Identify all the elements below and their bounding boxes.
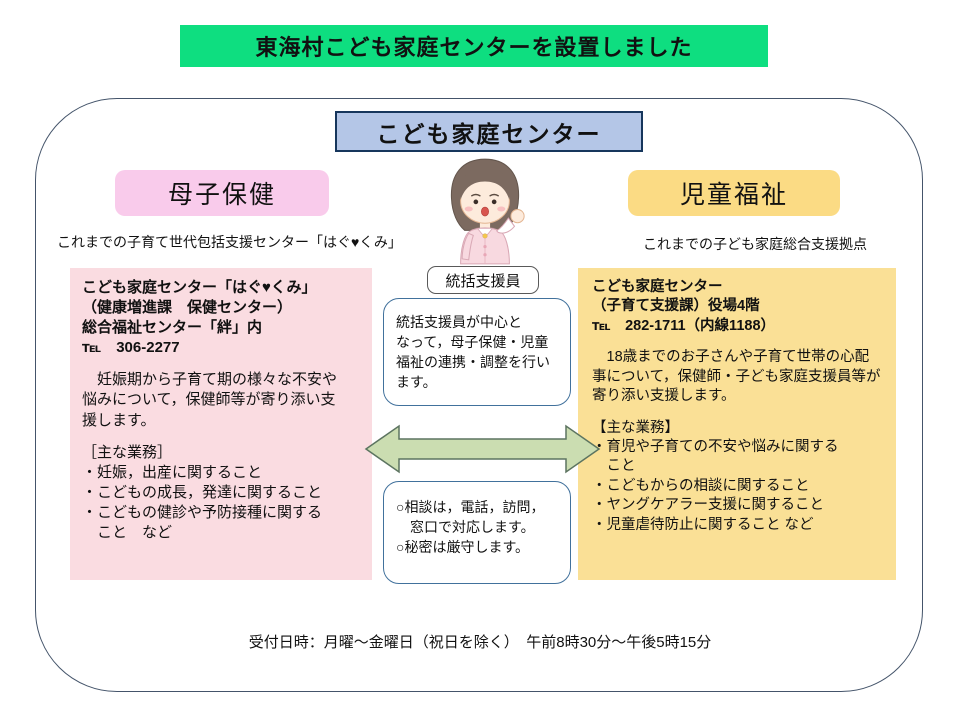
spacer bbox=[592, 336, 888, 348]
center-title-box: こども家庭センター bbox=[335, 111, 643, 152]
spacer bbox=[592, 407, 888, 419]
welfare-description: 18歳までのお子さんや子育て世帯の心配 事について，保健師・子ども家庭支援員等が… bbox=[592, 349, 881, 405]
coordinator-label-text: 統括支援員 bbox=[445, 272, 521, 290]
staff-illustration bbox=[424, 153, 546, 265]
welfare-panel: こども家庭センター （子育て支援課）役場4階 ℡ 282-1711（内線1188… bbox=[578, 268, 896, 580]
maternal-office-name: こども家庭センター「はぐ♥くみ」 （健康増進課 保健センター） 総合福祉センター… bbox=[82, 279, 317, 357]
maternal-duties: ［主な業務］ ・妊娠，出産に関すること ・こどもの成長，発達に関すること ・こど… bbox=[82, 443, 323, 542]
staff-woman-icon bbox=[450, 158, 525, 265]
coordinator-label: 統括支援員 bbox=[427, 266, 539, 294]
link-arrow bbox=[364, 423, 601, 475]
welfare-office-name: こども家庭センター （子育て支援課）役場4階 ℡ 282-1711（内線1188… bbox=[592, 279, 776, 334]
coordinator-role-bubble: 統括支援員が中心と なって，母子保健・児童 福祉の連携・調整を行い ます。 bbox=[383, 298, 571, 406]
double-headed-arrow-icon bbox=[364, 424, 601, 474]
contact-policy-bubble: ○相談は，電話，訪問， 窓口で対応します。 ○秘密は厳守します。 bbox=[383, 481, 571, 584]
maternal-description: 妊娠期から子育て期の様々な不安や 悩みについて，保健師等が寄り添い支 援します。 bbox=[82, 371, 338, 429]
child-welfare-heading-label: 児童福祉 bbox=[679, 181, 788, 209]
spacer bbox=[82, 358, 364, 370]
center-title: こども家庭センター bbox=[376, 120, 602, 147]
page-banner: 東海村こども家庭センターを設置しました bbox=[180, 25, 768, 67]
child-welfare-heading: 児童福祉 bbox=[628, 170, 840, 216]
welfare-duties: 【主な業務】 ・育児や子育ての不安や悩みに関する こと ・こどもからの相談に関す… bbox=[592, 419, 839, 533]
welfare-subtitle: これまでの子ども家庭総合支援拠点 bbox=[643, 236, 867, 252]
maternal-panel: こども家庭センター「はぐ♥くみ」 （健康増進課 保健センター） 総合福祉センター… bbox=[70, 268, 372, 580]
maternal-health-heading-label: 母子保健 bbox=[167, 181, 276, 209]
page-banner-title: 東海村こども家庭センターを設置しました bbox=[255, 35, 693, 60]
footer-hours: 受付日時：月曜～金曜日（祝日を除く） 午前8時30分～午後5時15分 bbox=[248, 634, 712, 651]
maternal-subtitle: これまでの子育て世代包括支援センター「はぐ♥くみ」 bbox=[57, 234, 402, 250]
spacer bbox=[82, 431, 364, 443]
maternal-health-heading: 母子保健 bbox=[115, 170, 329, 216]
